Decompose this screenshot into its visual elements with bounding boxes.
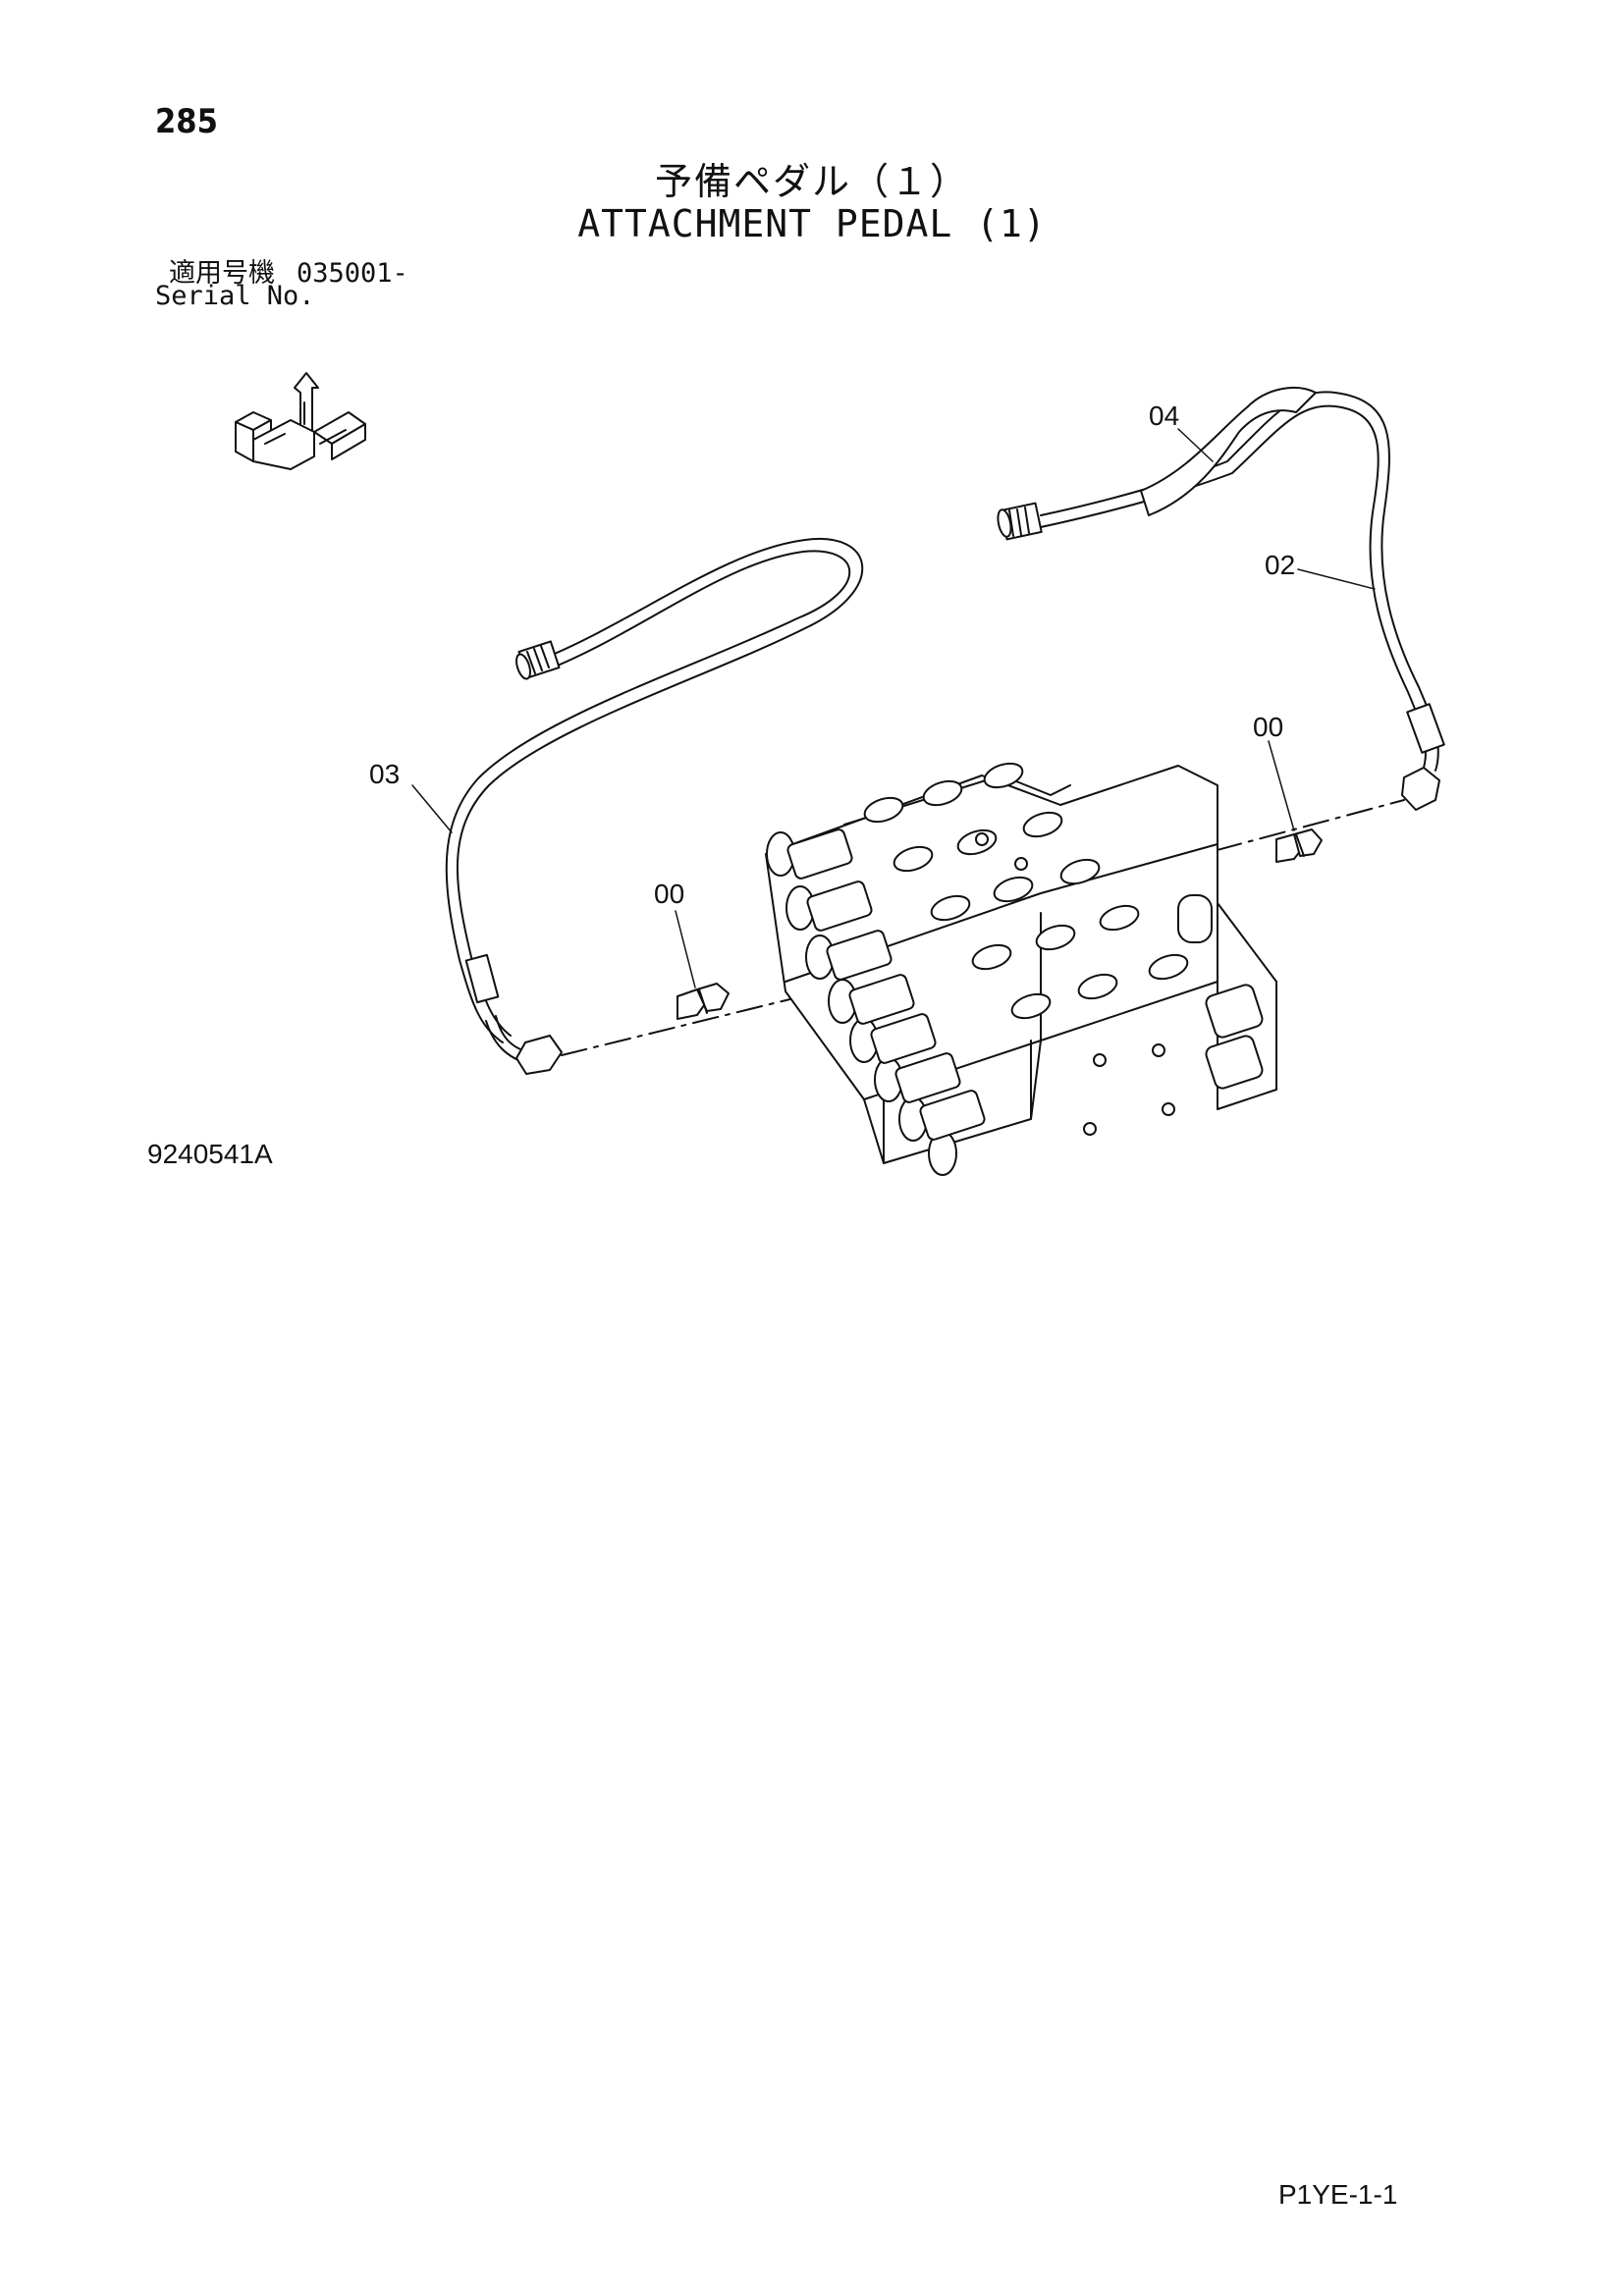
hose-02 <box>1040 387 1445 811</box>
control-valve-block <box>765 762 1277 1176</box>
front-right-orientation-icon <box>235 372 366 470</box>
page-title-en: ATTACHMENT PEDAL (1) <box>577 202 1047 245</box>
adapter-right <box>1275 828 1323 863</box>
serial-value: 035001- <box>297 258 408 289</box>
page-title-jp: 予備ペダル（１） <box>654 160 969 203</box>
page-code: P1YE-1-1 <box>1278 2179 1398 2210</box>
callout-04: 04 <box>1149 400 1179 431</box>
callout-00-right: 00 <box>1253 712 1283 742</box>
adapter-left <box>677 983 730 1020</box>
callout-03: 03 <box>369 759 400 789</box>
callout-00-left: 00 <box>654 879 684 909</box>
serial-label-jp: 適用号機 035001- <box>169 251 408 290</box>
hose-02-fitting <box>997 502 1043 541</box>
hose-03 <box>445 537 864 1075</box>
figure-reference-code: 9240541A <box>147 1139 273 1169</box>
callout-02: 02 <box>1265 550 1295 580</box>
leader-lines <box>411 428 1376 988</box>
serial-label-jp-text: 適用号機 <box>169 258 275 289</box>
page-number: 285 <box>155 102 218 141</box>
serial-label-en: Serial No. <box>155 281 315 311</box>
hose-03-fitting <box>515 640 561 680</box>
